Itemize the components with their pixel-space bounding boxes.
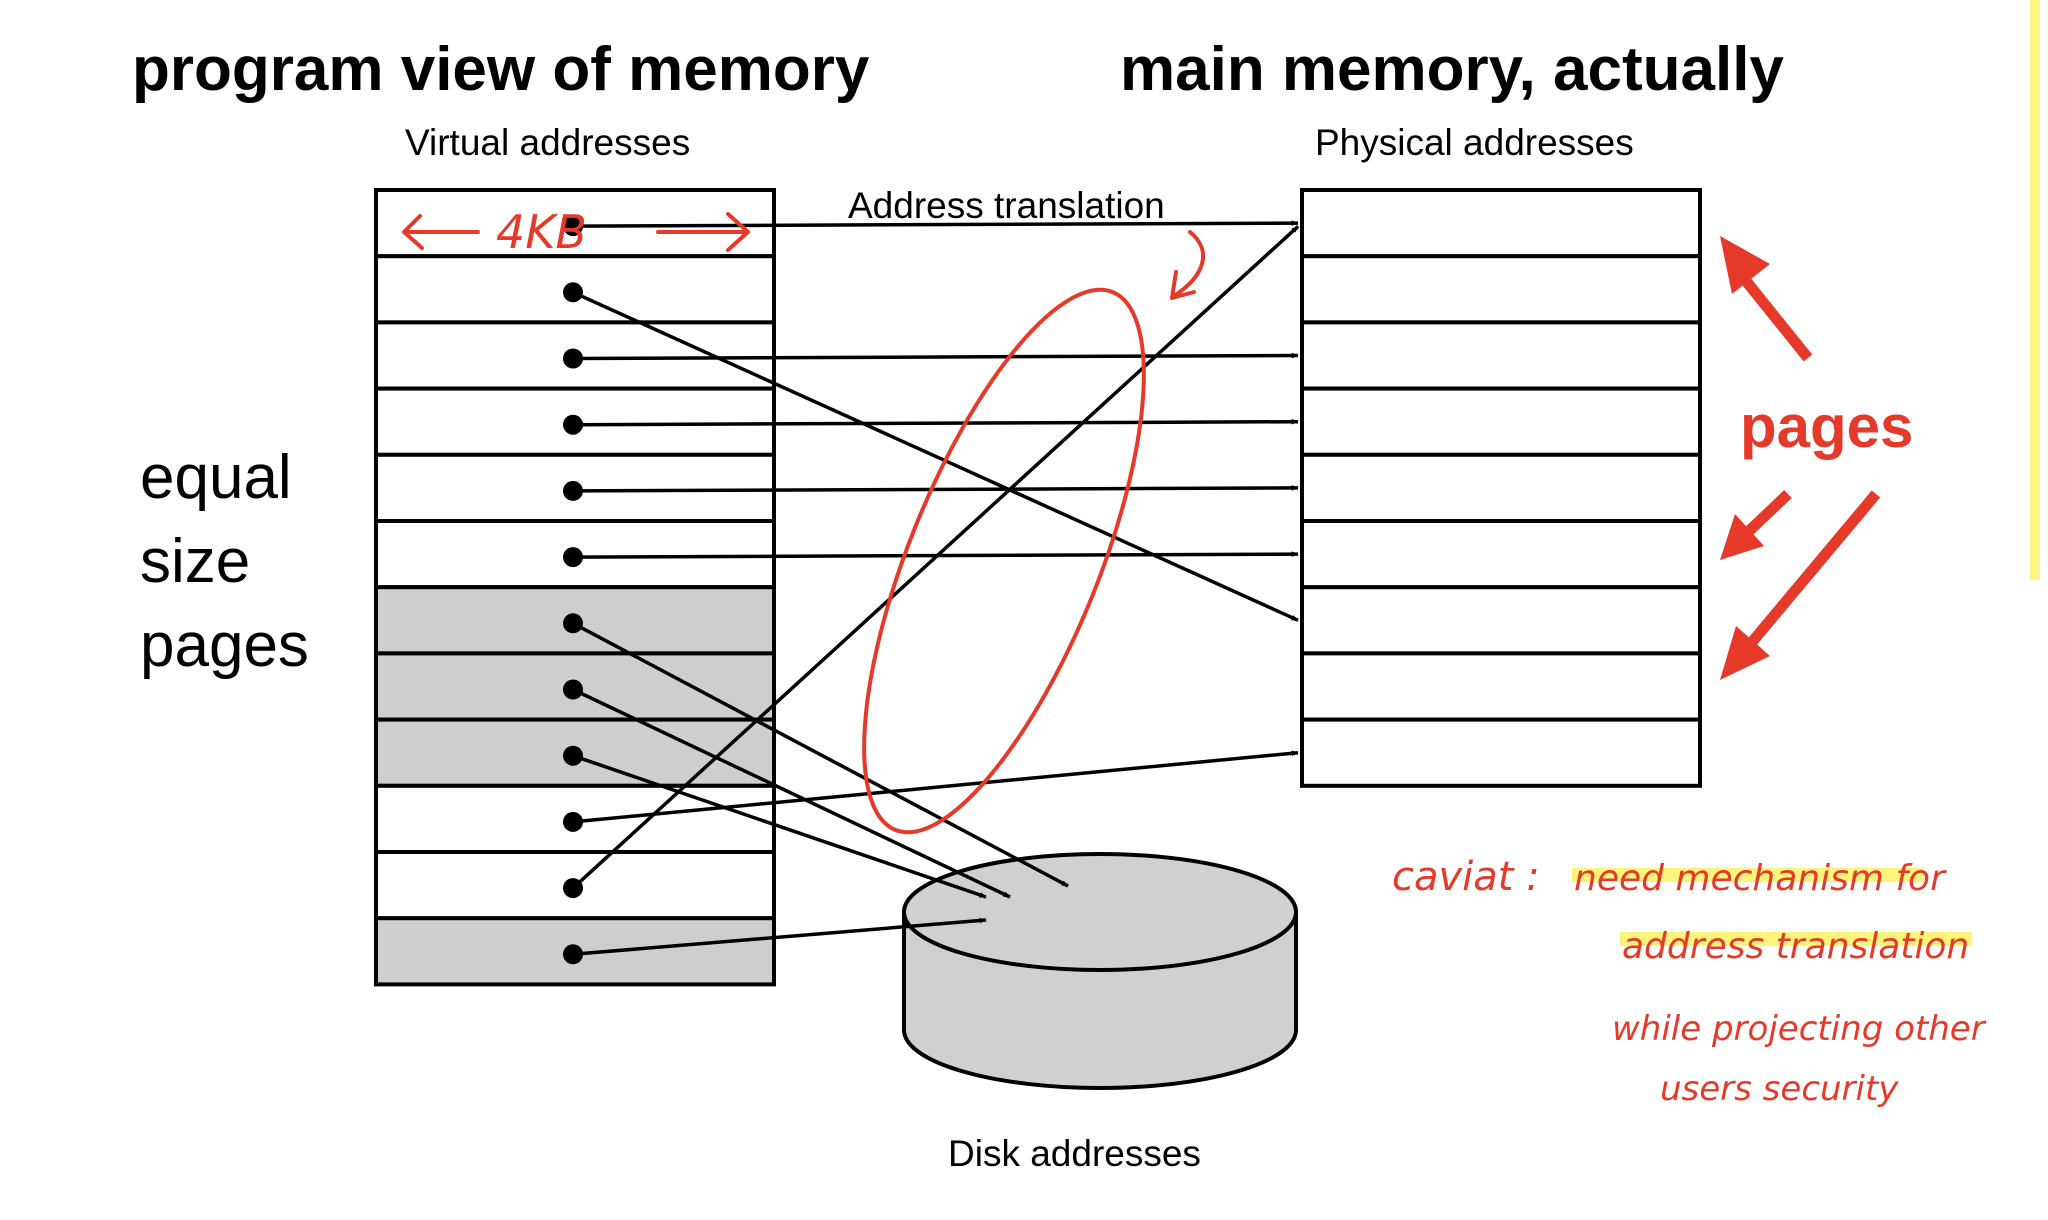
virtual-page	[374, 651, 776, 722]
caveat-highlight-2	[1620, 932, 1972, 946]
virtual-page-stack	[374, 188, 776, 987]
physical-addresses-label: Physical addresses	[1315, 122, 1634, 163]
mapping-arrow	[572, 352, 1299, 361]
mapping-arrow	[572, 621, 1069, 888]
physical-page	[1300, 320, 1702, 391]
address-translation-label: Address translation	[848, 185, 1165, 226]
edge-highlight	[2030, 0, 2040, 580]
virtual-addresses-label: Virtual addresses	[405, 122, 690, 163]
caveat-line-2: address translation	[1622, 926, 1969, 967]
pages-arrow-down	[1747, 490, 1881, 646]
caveat-highlight-1	[1572, 868, 1924, 882]
physical-page	[1300, 254, 1702, 325]
pages-arrow-mid	[1744, 490, 1792, 536]
translation-pointer-head	[1170, 270, 1196, 300]
mapping-arrow	[572, 220, 1299, 228]
heading-program-view: program view of memory	[132, 35, 870, 104]
equal-size-pages-line-3: pages	[140, 611, 309, 680]
physical-page-stack	[1300, 188, 1702, 788]
caveat-line-4: users security	[1660, 1069, 1899, 1109]
page-size-arrow-right	[656, 212, 750, 252]
page-address-dot	[563, 216, 583, 237]
page-address-dot	[563, 613, 583, 634]
disk	[902, 852, 1298, 1090]
pages-arrow-down-head	[1720, 626, 1770, 680]
mapping-arrow	[572, 917, 987, 957]
caveat-line-3: while projecting other	[1612, 1009, 1987, 1049]
mapping-arrow	[572, 750, 1299, 824]
page-address-dot	[563, 679, 583, 700]
mapping-arrow	[572, 290, 1299, 622]
mapping-arrow	[571, 225, 1300, 890]
pages-arrow-up-head	[1720, 236, 1770, 294]
physical-page	[1300, 585, 1702, 656]
caveat-line-1: need mechanism for	[1574, 858, 1947, 899]
equal-size-pages-line-1: equal	[140, 443, 292, 512]
page-address-dot	[563, 944, 583, 965]
physical-page	[1300, 452, 1702, 523]
mapping-arrow	[572, 754, 987, 899]
physical-page	[1300, 519, 1702, 590]
physical-page	[1300, 386, 1702, 457]
heading-main-memory: main memory, actually	[1120, 35, 1784, 104]
pages-arrow-mid-head	[1720, 514, 1764, 560]
physical-page	[1300, 188, 1702, 259]
page-address-dot	[563, 414, 583, 435]
caveat-label: caviat :	[1392, 854, 1540, 900]
disk-top	[902, 852, 1298, 972]
page-address-dot	[563, 811, 583, 832]
translation-pointer	[1170, 230, 1206, 300]
equal-size-pages-line-2: size	[140, 527, 250, 596]
translation-pointer-curve	[1172, 230, 1206, 298]
physical-page	[1300, 651, 1702, 722]
page-size-annotation: 4KB	[402, 205, 750, 259]
pages-arrow-up	[1737, 272, 1813, 362]
mapping-arrow	[572, 687, 1011, 899]
page-address-dot	[563, 878, 583, 899]
page-address-dot	[563, 282, 583, 303]
page-address-dot	[563, 480, 583, 501]
translation-ellipse	[862, 287, 1146, 835]
page-size-arrow-left	[402, 214, 480, 250]
pages-arrows	[1720, 236, 1881, 680]
mapping-arrow	[572, 485, 1299, 493]
physical-page	[1300, 717, 1702, 788]
page-size-label: 4KB	[496, 205, 587, 259]
caveat-note: caviat : need mechanism for address tran…	[1392, 854, 1987, 1109]
page-address-dot	[563, 348, 583, 369]
page-address-dot	[563, 547, 583, 568]
page-address-dot	[563, 745, 583, 766]
pages-label: pages	[1740, 393, 1913, 460]
mapping-arrows	[563, 216, 1300, 965]
mapping-arrow	[572, 418, 1299, 427]
disk-addresses-label: Disk addresses	[948, 1133, 1201, 1174]
